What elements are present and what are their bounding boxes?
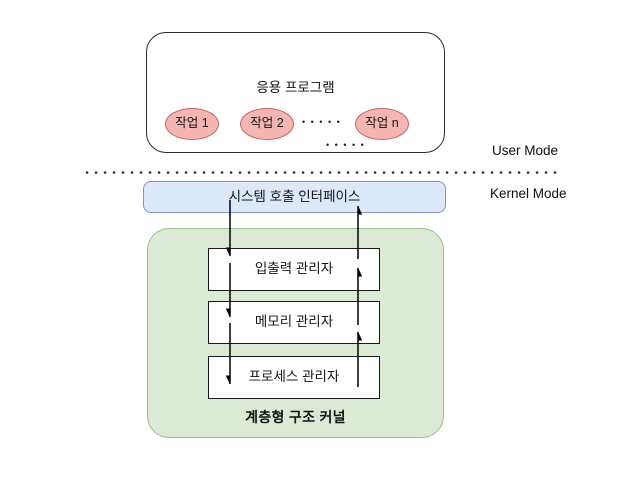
io-manager-box: 입출력 관리자 xyxy=(208,248,380,291)
application-program-title: 응용 프로그램 xyxy=(256,80,335,95)
task-n-ellipse: 작업 n xyxy=(355,108,409,140)
tasks-ellipsis-dots: ••••• xyxy=(302,117,346,127)
memory-manager-box: 메모리 관리자 xyxy=(208,301,380,344)
system-call-interface-box: 시스템 호출 인터페이스 xyxy=(143,181,446,213)
kernel-mode-label: Kernel Mode xyxy=(490,186,567,201)
application-program-box: 응용 프로그램 작업 1 작업 2 ••••• 작업 n ••••• xyxy=(146,32,445,153)
layered-kernel-label: 계층형 구조 커널 xyxy=(245,409,346,425)
task-2-ellipse: 작업 2 xyxy=(240,108,294,140)
task-1-ellipse: 작업 1 xyxy=(165,108,219,140)
process-manager-box: 프로세스 관리자 xyxy=(208,356,380,399)
tasks-bottom-ellipsis-dots: ••••• xyxy=(326,140,370,150)
user-mode-label: User Mode xyxy=(492,143,559,158)
